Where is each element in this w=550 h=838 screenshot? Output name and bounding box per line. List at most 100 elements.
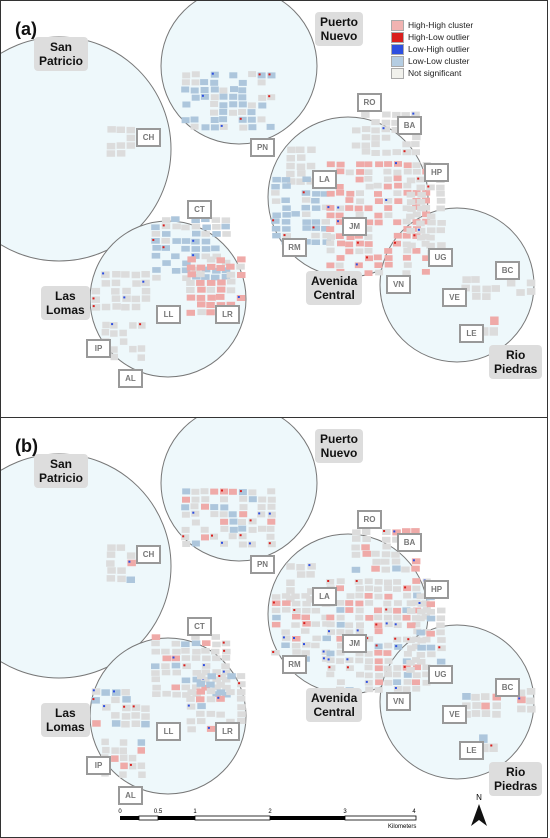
city-block: [152, 691, 161, 697]
city-block: [355, 650, 364, 657]
city-block: [406, 600, 416, 607]
city-block: [345, 622, 354, 629]
city-block: [210, 71, 219, 78]
city-block: [151, 648, 160, 655]
city-block: [292, 649, 301, 655]
map-canvas-b: [1, 418, 536, 795]
city-block: [491, 285, 500, 292]
city-block: [356, 671, 364, 678]
city-block: [416, 615, 425, 622]
city-block: [202, 640, 211, 646]
legend-swatch: [391, 19, 404, 31]
city-block: [129, 322, 137, 329]
city-block: [201, 238, 211, 245]
city-block: [392, 536, 401, 543]
city-block: [212, 224, 221, 230]
block-clusters-b: [91, 488, 536, 778]
city-block: [422, 211, 431, 218]
city-block: [371, 565, 380, 572]
scale-tick: 0: [118, 809, 122, 815]
city-block: [181, 224, 190, 231]
city-block: [181, 245, 190, 252]
legend: High-High cluster High-Low outlier Low-H…: [391, 19, 473, 79]
city-block: [191, 223, 201, 230]
city-block: [191, 238, 200, 245]
outlier-dot: [192, 511, 195, 514]
outlier-dot: [268, 542, 271, 545]
city-block: [107, 126, 116, 133]
city-block: [141, 713, 150, 720]
legend-item-ns: Not significant: [391, 67, 473, 79]
city-block: [212, 231, 221, 237]
city-block: [436, 622, 445, 629]
city-block: [352, 127, 361, 134]
city-block: [151, 231, 161, 237]
city-block: [161, 663, 170, 669]
city-block: [335, 212, 344, 219]
city-block: [181, 655, 191, 661]
city-block: [374, 212, 383, 219]
city-block: [206, 696, 216, 703]
city-block: [187, 271, 196, 278]
city-block: [197, 703, 206, 710]
outlier-dot: [412, 112, 415, 115]
code-lr: LR: [215, 722, 240, 741]
city-block: [364, 234, 373, 240]
city-block: [416, 593, 425, 600]
city-block: [374, 198, 383, 204]
city-block: [152, 267, 161, 273]
area-label-las-lomas: Las Lomas: [41, 286, 90, 320]
city-block: [406, 637, 415, 643]
city-block: [492, 710, 501, 718]
city-block: [411, 558, 421, 565]
city-block: [374, 628, 383, 635]
outlier-dot: [139, 323, 142, 326]
city-block: [286, 170, 295, 178]
city-block: [216, 695, 225, 702]
city-block: [271, 218, 280, 224]
city-block: [138, 322, 146, 329]
city-block: [131, 712, 140, 719]
code-pn: PN: [250, 555, 275, 574]
city-block: [127, 559, 136, 567]
city-block: [101, 738, 109, 746]
city-block: [258, 525, 266, 532]
city-block: [383, 183, 392, 190]
city-block: [417, 234, 426, 241]
city-block: [211, 217, 221, 223]
scale-seg: [270, 816, 345, 820]
city-block: [374, 191, 382, 197]
city-block: [437, 607, 446, 614]
city-block: [416, 220, 425, 227]
city-block: [374, 593, 383, 600]
city-block: [384, 671, 393, 678]
city-block: [306, 162, 316, 170]
outlier-dot: [417, 177, 420, 180]
city-block: [345, 607, 354, 613]
city-block: [210, 94, 219, 101]
outlier-dot: [327, 580, 330, 582]
city-block: [101, 329, 110, 336]
city-block: [200, 87, 209, 93]
outlier-dot: [365, 680, 368, 683]
outlier-dot: [182, 535, 185, 538]
city-block: [355, 600, 364, 607]
city-block: [401, 112, 410, 119]
city-block: [364, 169, 373, 175]
city-block: [286, 595, 295, 603]
city-block: [111, 279, 121, 287]
city-block: [121, 271, 130, 278]
code-ug: UG: [428, 248, 453, 267]
city-block: [406, 608, 416, 614]
city-block: [345, 665, 354, 671]
city-block: [239, 124, 248, 131]
code-la: LA: [312, 587, 337, 606]
city-block: [345, 205, 354, 211]
city-block: [364, 161, 373, 168]
city-block: [402, 218, 411, 225]
city-block: [161, 238, 170, 244]
city-block: [345, 248, 354, 255]
city-block: [384, 205, 393, 211]
city-block: [480, 327, 489, 336]
city-block: [126, 126, 135, 134]
